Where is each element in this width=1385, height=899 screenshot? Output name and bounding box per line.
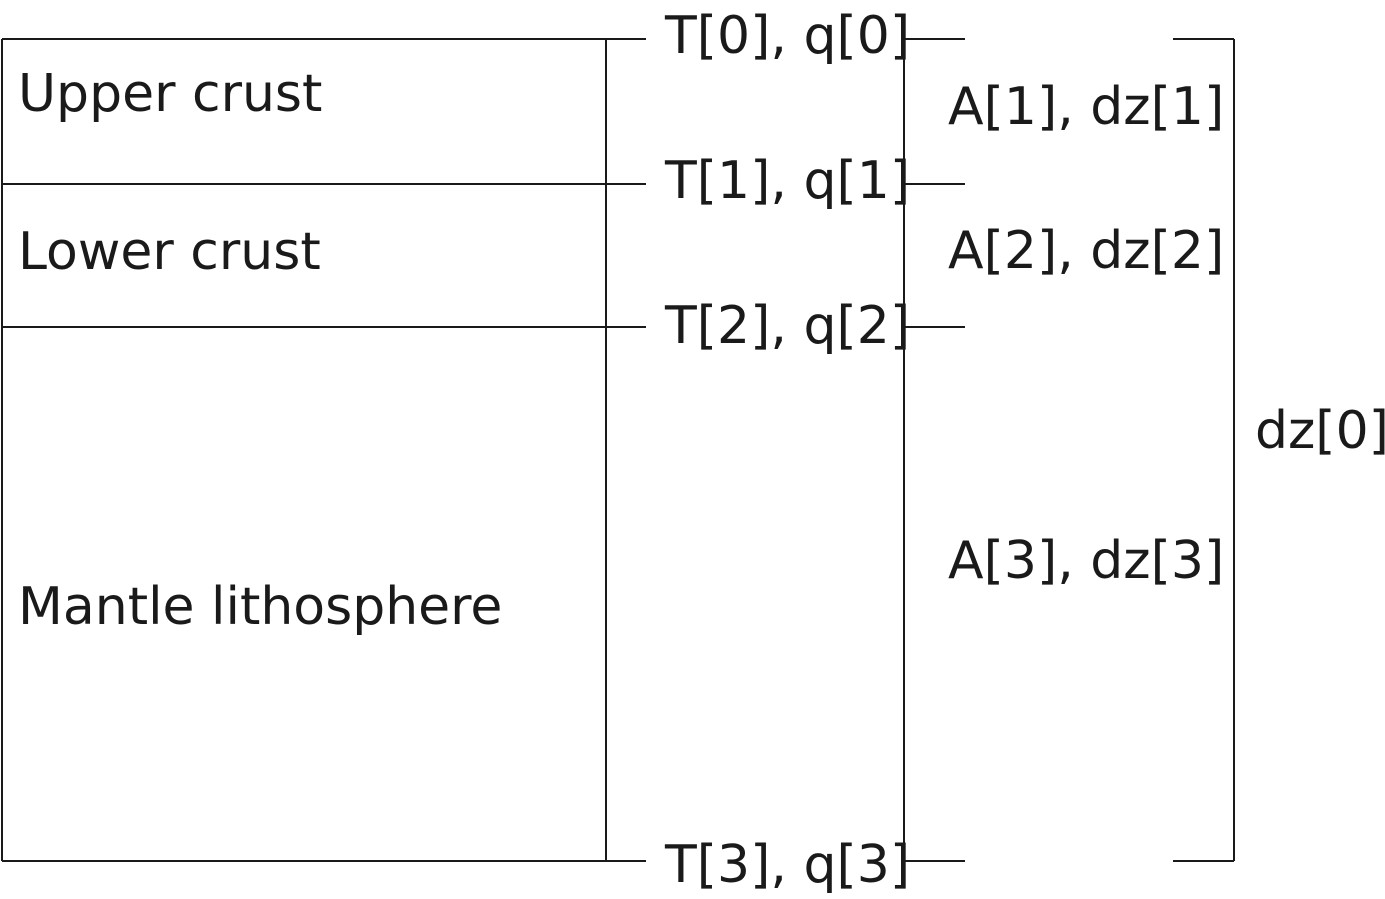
total-thickness-bracket bbox=[1173, 38, 1235, 862]
layer-name-mantle-lithosphere: Mantle lithosphere bbox=[18, 577, 502, 637]
layer-names: Upper crust Lower crust Mantle lithosphe… bbox=[18, 64, 502, 637]
interface-label-2: T[2], q[2] bbox=[664, 296, 910, 356]
interface-label-3: T[3], q[3] bbox=[664, 835, 910, 895]
layer-property-label-1: A[1], dz[1] bbox=[948, 77, 1224, 137]
interface-labels: T[0], q[0] T[1], q[1] T[2], q[2] T[3], q… bbox=[664, 6, 910, 895]
layer-property-label-3: A[3], dz[3] bbox=[948, 531, 1224, 591]
layer-property-bracket bbox=[903, 38, 965, 862]
interface-label-0: T[0], q[0] bbox=[664, 6, 910, 66]
total-thickness-label: dz[0] bbox=[1255, 401, 1385, 461]
layer-name-lower-crust: Lower crust bbox=[18, 222, 321, 282]
layer-property-label-2: A[2], dz[2] bbox=[948, 221, 1224, 281]
layer-property-labels: A[1], dz[1] A[2], dz[2] A[3], dz[3] bbox=[948, 77, 1224, 591]
layer-name-upper-crust: Upper crust bbox=[18, 64, 322, 124]
layer-column bbox=[1, 38, 646, 862]
interface-label-1: T[1], q[1] bbox=[664, 151, 910, 211]
